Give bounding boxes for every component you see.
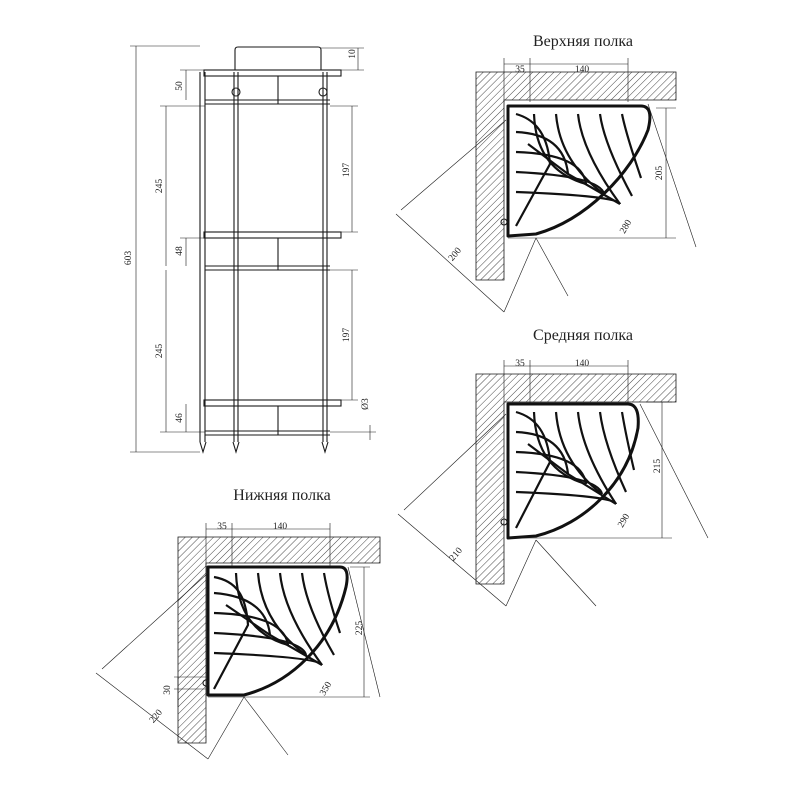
dim-bottom-bracket: 30 [163,685,173,695]
dim-gap-upper: 245 [155,179,165,194]
dim-mid-side: 210 [448,546,465,564]
dim-mid-diagonal: 290 [616,512,632,530]
middle-shelf-grid [515,410,636,529]
dim-bottom-width: 140 [273,522,288,532]
title-middle-shelf: Средняя полка [533,327,633,344]
dim-top-offset: 35 [515,65,525,75]
top-shelf-grid [515,112,643,227]
dim-bottom-side: 220 [148,708,165,726]
dim-mid-width: 140 [575,359,590,369]
dim-overall-height: 603 [124,251,134,266]
title-bottom-shelf: Нижняя полка [233,487,330,504]
dim-mid-shelf: 48 [175,246,185,256]
dim-top-clearance: 10 [348,49,358,59]
dim-top-depth: 205 [655,166,665,181]
dim-top-side: 200 [447,246,464,264]
dim-bottom-shelf: 46 [175,413,185,423]
dim-top-width: 140 [575,65,590,75]
title-top-shelf: Верхняя полка [533,33,633,50]
dim-bottom-depth: 225 [355,621,365,636]
dim-bottom-offset: 35 [217,522,227,532]
dim-foot-diameter: Ø3 [361,398,371,410]
dim-inner-upper: 197 [342,163,352,178]
top-shelf-plan [395,58,697,313]
bottom-shelf-grid [213,572,342,690]
dim-bottom-diagonal: 350 [318,680,334,698]
dim-mid-depth: 215 [653,459,663,474]
dim-inner-lower: 197 [342,328,352,343]
front-elevation: 603 10 50 245 197 48 245 197 46 Ø3 [124,45,376,454]
dim-gap-lower: 245 [155,344,165,359]
dim-top-shelf: 50 [175,81,185,91]
dim-top-diagonal: 280 [618,218,634,236]
middle-shelf-plan [397,360,709,607]
dim-mid-offset: 35 [515,359,525,369]
bottom-shelf-plan [95,523,381,760]
